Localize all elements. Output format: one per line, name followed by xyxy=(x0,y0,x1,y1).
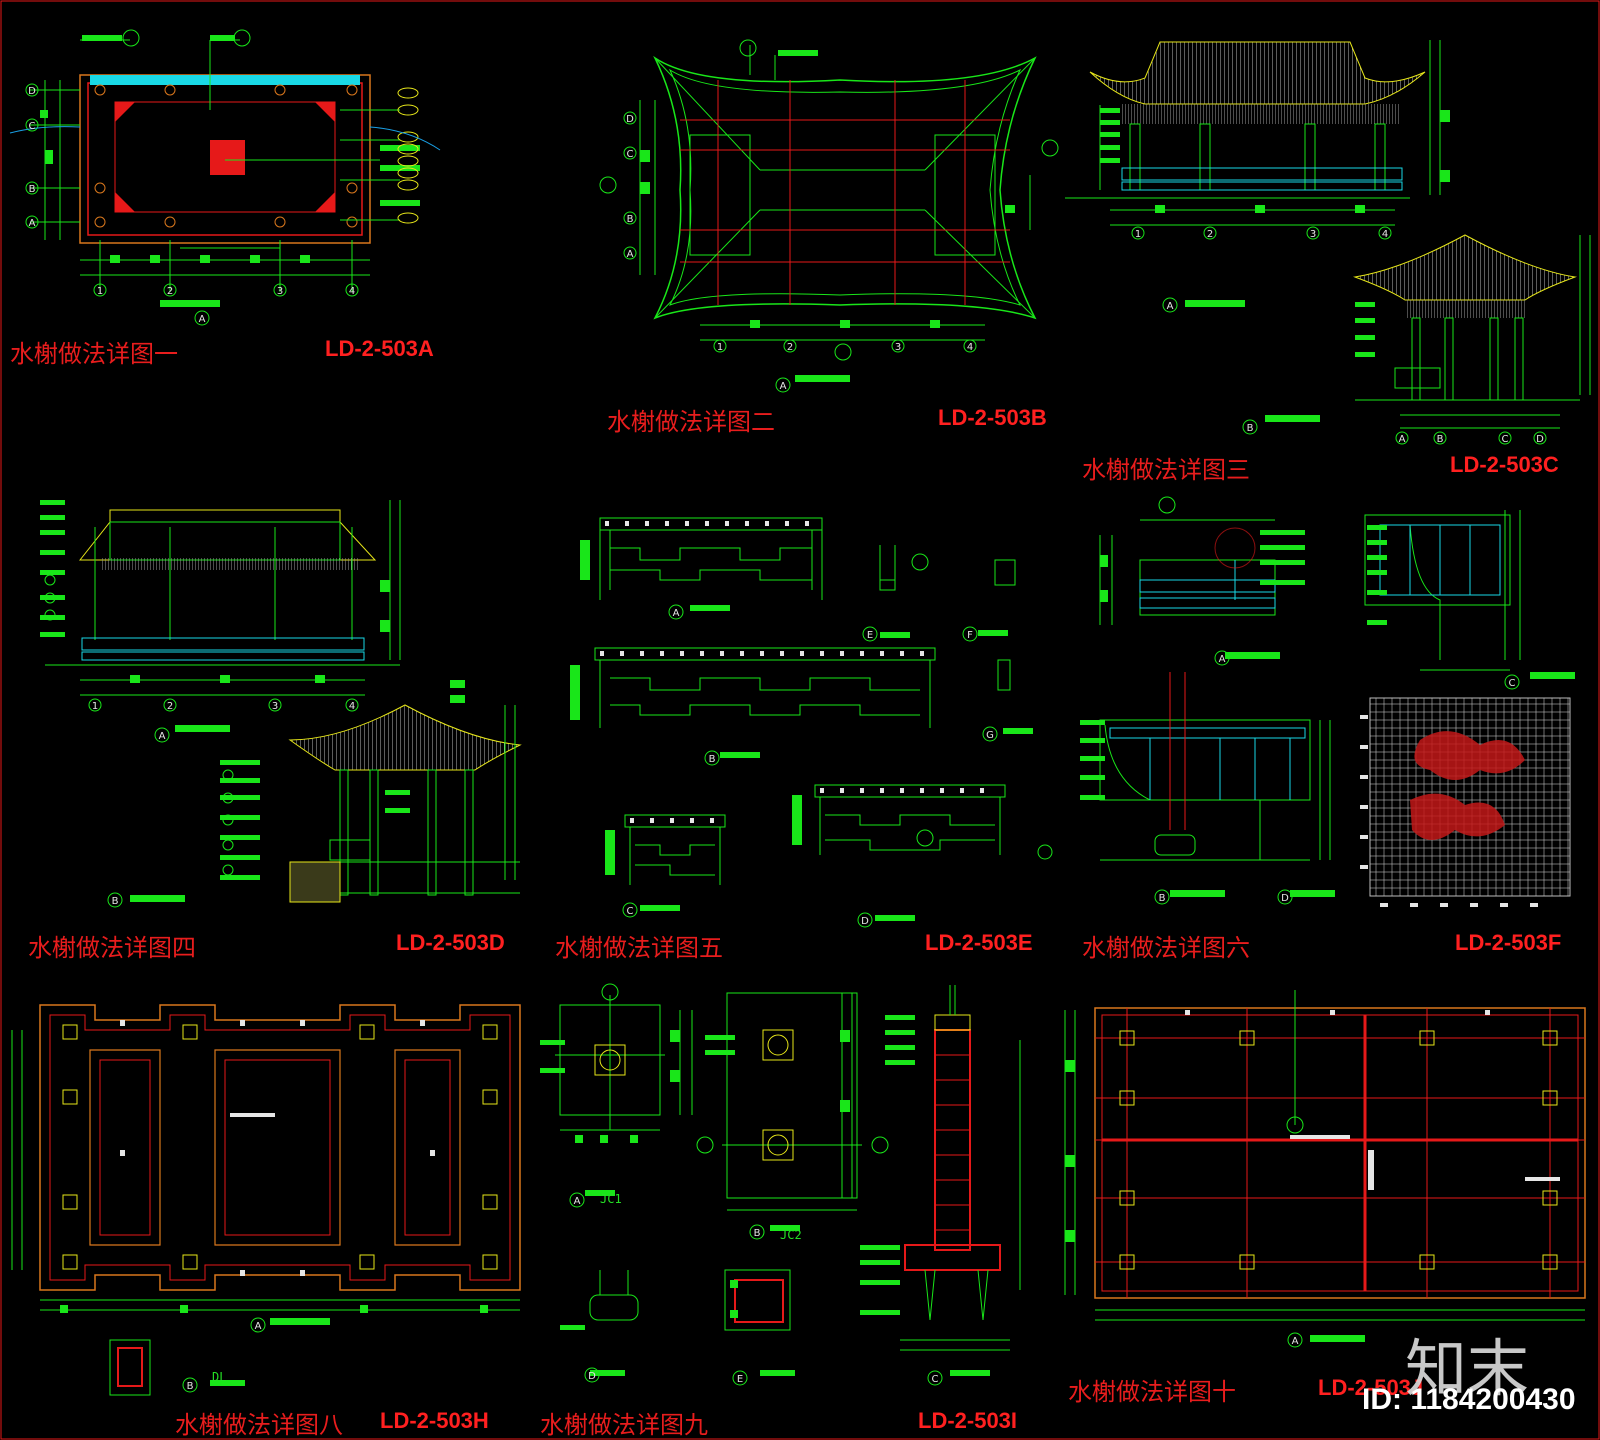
grid-bubble-label: 1 xyxy=(97,286,103,297)
grid-bubble-label: D xyxy=(626,114,634,125)
grid-bubble-label: A xyxy=(780,381,787,392)
grid-bubble-label: 1 xyxy=(717,342,723,353)
sheet-title-10: 水榭做法详图十 xyxy=(1068,1378,1236,1406)
sheet-code-1: LD-2-503A xyxy=(325,336,434,361)
column-plan-10 xyxy=(1064,990,1586,1348)
watermark-logo: 知末 xyxy=(1405,1332,1530,1405)
grid-bubble-label: 3 xyxy=(277,286,283,297)
sheet-title-2: 水榭做法详图二 xyxy=(607,408,775,436)
foundation-plan-8 xyxy=(11,1004,521,1396)
grid-bubble-label: A xyxy=(574,1196,581,1207)
grid-bubble-label: A xyxy=(255,1321,262,1332)
sheet-code-4: LD-2-503D xyxy=(396,930,505,955)
grid-bubble-label: E xyxy=(737,1374,743,1385)
grid-bubble-label: D xyxy=(861,916,869,927)
sheet-code-9: LD-2-503I xyxy=(918,1408,1018,1433)
label-jc1: JC1 xyxy=(600,1192,622,1206)
grid-bubble-label: D xyxy=(588,1371,596,1382)
grid-bubble-label: 4 xyxy=(1382,229,1388,240)
grid-bubble-label: G xyxy=(986,730,994,741)
grid-bubble-label: A xyxy=(199,314,206,325)
grid-bubble-label: 3 xyxy=(272,701,278,712)
sheet-title-6: 水榭做法详图六 xyxy=(1082,934,1250,962)
watermark-id: ID: 1184200430 xyxy=(1362,1383,1576,1416)
grid-bubble-label: 2 xyxy=(1207,229,1213,240)
grid-bubble-label: B xyxy=(29,184,36,195)
sheet-title-5: 水榭做法详图五 xyxy=(555,934,723,962)
grid-bubble-label: 4 xyxy=(967,342,973,353)
grid-bubble-label: A xyxy=(1219,654,1226,665)
roof-plan-detail-2 xyxy=(599,39,1059,393)
grid-bubble-label: 4 xyxy=(349,286,355,297)
grid-bubble-label: A xyxy=(1399,434,1406,445)
sheet-code-6: LD-2-503F xyxy=(1455,930,1562,955)
seat-details-6 xyxy=(1080,496,1575,907)
sheet-title-1: 水榭做法详图一 xyxy=(10,340,178,368)
grid-bubble-label: E xyxy=(867,630,873,641)
grid-bubble-label: 2 xyxy=(167,701,173,712)
grid-bubble-label: B xyxy=(187,1381,194,1392)
grid-bubble-label: B xyxy=(754,1228,761,1239)
railing-details-5 xyxy=(570,517,1053,928)
grid-bubble-label: 4 xyxy=(349,701,355,712)
grid-bubble-label: A xyxy=(1292,1336,1299,1347)
sheet-title-8: 水榭做法详图八 xyxy=(175,1411,343,1439)
plan-detail-1 xyxy=(9,29,441,326)
column-footing-details-9 xyxy=(540,983,1021,1386)
grid-bubble-label: 2 xyxy=(787,342,793,353)
grid-bubble-label: 3 xyxy=(1310,229,1316,240)
grid-bubble-label: B xyxy=(1159,893,1166,904)
grid-bubble-label: C xyxy=(1502,434,1509,445)
grid-bubble-label: D xyxy=(1281,893,1289,904)
grid-bubble-label: C xyxy=(29,121,36,132)
grid-bubble-label: C xyxy=(1509,678,1516,689)
grid-bubble-label: D xyxy=(28,86,36,97)
sheet-title-3: 水榭做法详图三 xyxy=(1082,456,1250,484)
sheet-code-10: LD-2-503J xyxy=(1318,1375,1424,1400)
elevation-detail-4 xyxy=(40,500,522,908)
sheet-code-3: LD-2-503C xyxy=(1450,452,1559,477)
grid-bubble-label: F xyxy=(967,630,973,641)
sheet-code-8: LD-2-503H xyxy=(380,1408,489,1433)
grid-bubble-label: D xyxy=(1536,434,1544,445)
label-dl: DL xyxy=(212,1370,227,1384)
sheet-title-9: 水榭做法详图九 xyxy=(540,1411,708,1439)
grid-bubble-label: 1 xyxy=(1135,229,1141,240)
grid-bubble-label: 2 xyxy=(167,286,173,297)
sheet-title-4: 水榭做法详图四 xyxy=(28,934,196,962)
grid-bubble-label: B xyxy=(1247,423,1254,434)
grid-bubble-label: C xyxy=(932,1374,939,1385)
sheet-code-5: LD-2-503E xyxy=(925,930,1033,955)
grid-bubble-label: 3 xyxy=(895,342,901,353)
label-jc2: JC2 xyxy=(780,1228,802,1242)
grid-bubble-label: B xyxy=(112,896,119,907)
grid-bubble-label: A xyxy=(673,608,680,619)
grid-bubble-label: A xyxy=(1167,301,1174,312)
grid-bubble-label: A xyxy=(159,731,166,742)
grid-bubble-label: C xyxy=(627,149,634,160)
elevation-detail-3 xyxy=(1065,40,1591,445)
grid-bubble-label: A xyxy=(29,218,36,229)
grid-bubble-label: B xyxy=(627,214,634,225)
grid-bubble-label: B xyxy=(709,754,716,765)
grid-bubble-label: B xyxy=(1437,434,1444,445)
grid-bubble-label: C xyxy=(627,906,634,917)
grid-bubble-label: 1 xyxy=(92,701,98,712)
grid-bubble-label: A xyxy=(627,249,634,260)
sheet-code-2: LD-2-503B xyxy=(938,405,1047,430)
